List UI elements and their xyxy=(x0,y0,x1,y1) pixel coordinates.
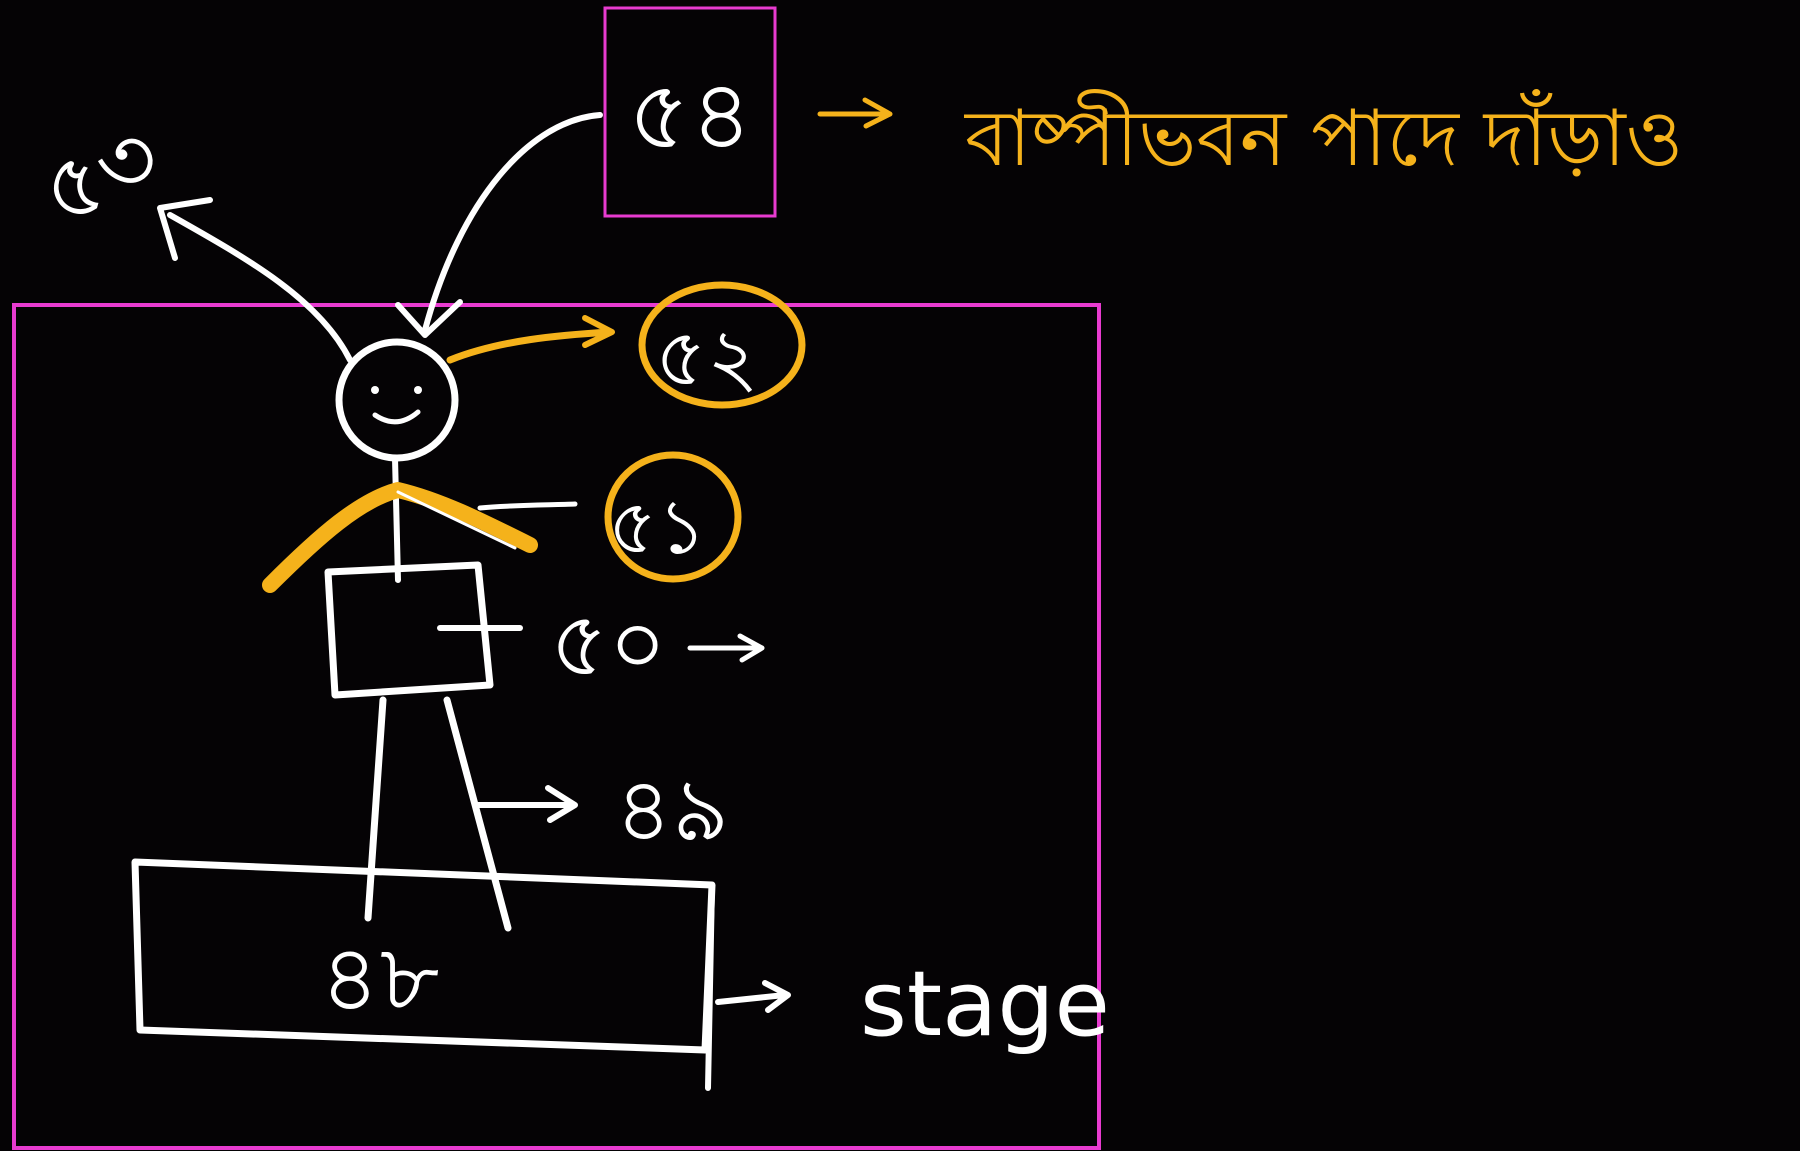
figure-eye-right xyxy=(414,386,422,394)
figure-leg-left xyxy=(364,696,387,922)
label-base: ৪৮ xyxy=(320,925,439,1032)
label-top-box: ৫৪ xyxy=(628,59,753,171)
figure-eye-left xyxy=(371,386,379,394)
arrow-icon xyxy=(715,980,791,1013)
arrow-icon xyxy=(817,97,893,129)
arrow-icon xyxy=(167,212,353,363)
label-chest: ৫০ xyxy=(550,592,667,697)
arrow-icon xyxy=(446,328,614,364)
shoulder-line xyxy=(396,490,517,550)
label-shoulder-circle: ৫১ xyxy=(608,482,707,571)
arrow-head-icon xyxy=(582,315,615,348)
main-frame xyxy=(12,303,1101,1150)
shoulder-circle xyxy=(604,451,742,583)
figure-neck xyxy=(392,455,401,583)
arrow-icon xyxy=(687,633,765,663)
arrow-icon xyxy=(475,785,578,823)
figure-chest-box xyxy=(324,561,494,699)
arrow-head-icon xyxy=(395,299,463,338)
stage-box xyxy=(131,858,716,1054)
stage-edge xyxy=(705,882,715,1091)
head-circle xyxy=(638,281,806,409)
arrow-icon xyxy=(477,501,578,511)
figure-leg-right xyxy=(443,696,512,932)
arrow-icon xyxy=(422,112,603,333)
figure-shoulders xyxy=(262,482,538,593)
label-stage: stage xyxy=(860,952,1110,1057)
arrow-head-icon xyxy=(157,197,213,261)
headline-text: বাষ্পীভবন পাদে দাঁড়াও xyxy=(963,89,1683,184)
label-legs: ৪৯ xyxy=(615,758,729,861)
label-head-circle: ৫২ xyxy=(655,311,759,404)
figure-smile xyxy=(372,409,421,425)
top-box-frame xyxy=(603,6,777,218)
